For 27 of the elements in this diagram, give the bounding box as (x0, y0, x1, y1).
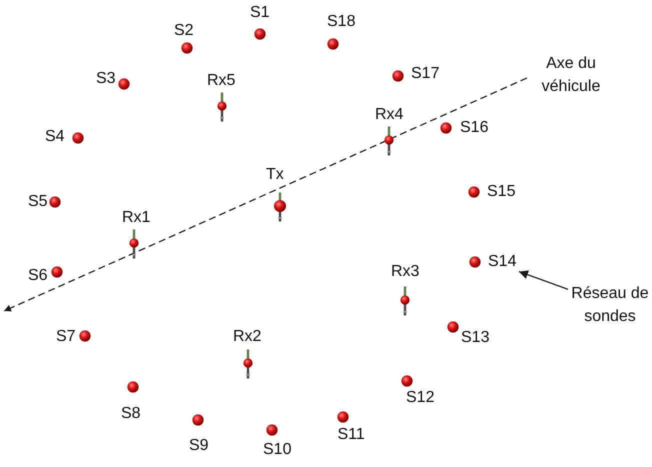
marker-label: S2 (174, 23, 194, 39)
marker-label: Rx5 (207, 73, 236, 89)
marker-label: Rx4 (375, 107, 404, 123)
marker-label: S15 (487, 184, 516, 200)
marker-label: S8 (121, 406, 141, 422)
marker-label: S18 (327, 14, 356, 30)
marker-label: Rx3 (391, 264, 420, 280)
marker-label: Rx1 (122, 210, 150, 226)
marker-label: S1 (250, 5, 270, 21)
marker-label: S16 (460, 120, 488, 136)
marker-label: S11 (338, 427, 365, 443)
marker-label: Tx (266, 167, 284, 183)
marker-label: S14 (488, 254, 516, 270)
marker-label: Rx2 (233, 329, 262, 345)
marker-label: S12 (406, 390, 434, 406)
marker-label: S10 (263, 442, 292, 458)
marker-label: S5 (28, 194, 48, 210)
marker-label: S9 (189, 438, 209, 454)
leader-arrow (518, 270, 568, 290)
marker-label: S13 (461, 330, 490, 346)
marker-label: S3 (96, 71, 116, 87)
marker-label: S7 (56, 329, 76, 345)
marker-label: S4 (45, 129, 65, 145)
callout-text: Réseau de sondes (570, 282, 650, 328)
marker-label: S6 (28, 268, 48, 284)
marker-label: S17 (411, 66, 440, 82)
axis-label: Axe du véhicule (540, 54, 602, 96)
